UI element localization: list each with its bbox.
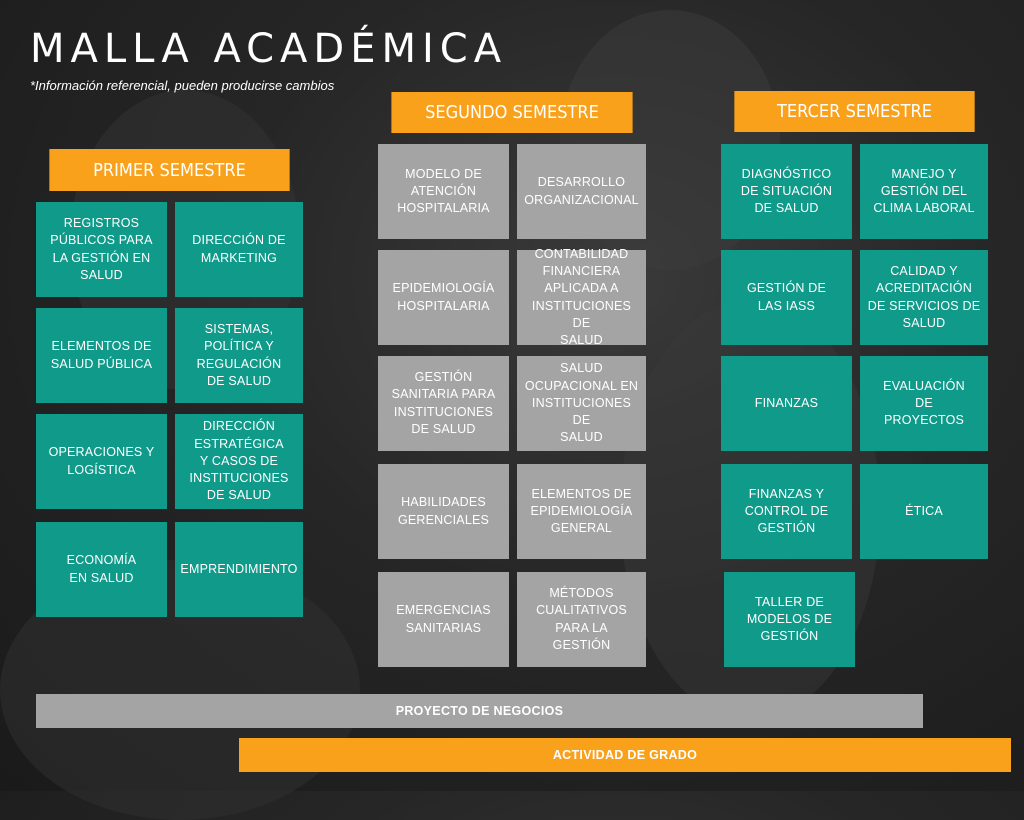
course-emergencias-sanitarias: EMERGENCIAS SANITARIAS (378, 572, 509, 667)
page-title: MALLA ACADÉMICA (30, 26, 508, 72)
course-evaluacion-proyectos: EVALUACIÓN DE PROYECTOS (860, 356, 988, 451)
course-emprendimiento: EMPRENDIMIENTO (175, 522, 303, 617)
course-registros-publicos: REGISTROS PÚBLICOS PARA LA GESTIÓN EN SA… (36, 202, 167, 297)
semester-2-header: SEGUNDO SEMESTRE (391, 92, 633, 133)
course-elementos-salud-publica: ELEMENTOS DE SALUD PÚBLICA (36, 308, 167, 403)
course-calidad-acreditacion: CALIDAD Y ACREDITACIÓN DE SERVICIOS DE S… (860, 250, 988, 345)
semester-3-header: TERCER SEMESTRE (734, 91, 975, 132)
proyecto-negocios-bar: PROYECTO DE NEGOCIOS (36, 694, 923, 728)
course-finanzas: FINANZAS (721, 356, 852, 451)
course-etica: ÉTICA (860, 464, 988, 559)
actividad-grado-bar: ACTIVIDAD DE GRADO (239, 738, 1011, 772)
course-salud-ocupacional: SALUD OCUPACIONAL EN INSTITUCIONES DE SA… (517, 356, 646, 451)
course-gestion-sanitaria: GESTIÓN SANITARIA PARA INSTITUCIONES DE … (378, 356, 509, 451)
course-diagnostico-situacion: DIAGNÓSTICO DE SITUACIÓN DE SALUD (721, 144, 852, 239)
course-metodos-cualitativos: MÉTODOS CUALITATIVOS PARA LA GESTIÓN (517, 572, 646, 667)
course-elementos-epidemiologia: ELEMENTOS DE EPIDEMIOLOGÍA GENERAL (517, 464, 646, 559)
semester-1-header: PRIMER SEMESTRE (49, 149, 290, 191)
page-subtitle: *Información referencial, pueden produci… (30, 78, 335, 93)
course-direccion-estrategica: DIRECCIÓN ESTRATÉGICA Y CASOS DE INSTITU… (175, 414, 303, 509)
course-gestion-iass: GESTIÓN DE LAS IASS (721, 250, 852, 345)
course-contabilidad-financiera: CONTABILIDAD FINANCIERA APLICADA A INSTI… (517, 247, 646, 347)
course-sistemas-politica: SISTEMAS, POLÍTICA Y REGULACIÓN DE SALUD (175, 308, 303, 403)
course-economia-salud: ECONOMÍA EN SALUD (36, 522, 167, 617)
course-modelo-atencion: MODELO DE ATENCIÓN HOSPITALARIA (378, 144, 509, 239)
course-taller-modelos: TALLER DE MODELOS DE GESTIÓN (724, 572, 855, 667)
course-habilidades-gerenciales: HABILIDADES GERENCIALES (378, 464, 509, 559)
course-direccion-marketing: DIRECCIÓN DE MARKETING (175, 202, 303, 297)
course-clima-laboral: MANEJO Y GESTIÓN DEL CLIMA LABORAL (860, 144, 988, 239)
course-finanzas-control: FINANZAS Y CONTROL DE GESTIÓN (721, 464, 852, 559)
course-desarrollo-organizacional: DESARROLLO ORGANIZACIONAL (517, 144, 646, 239)
course-epidemiologia-hospitalaria: EPIDEMIOLOGÍA HOSPITALARIA (378, 250, 509, 345)
course-operaciones-logistica: OPERACIONES Y LOGÍSTICA (36, 414, 167, 509)
